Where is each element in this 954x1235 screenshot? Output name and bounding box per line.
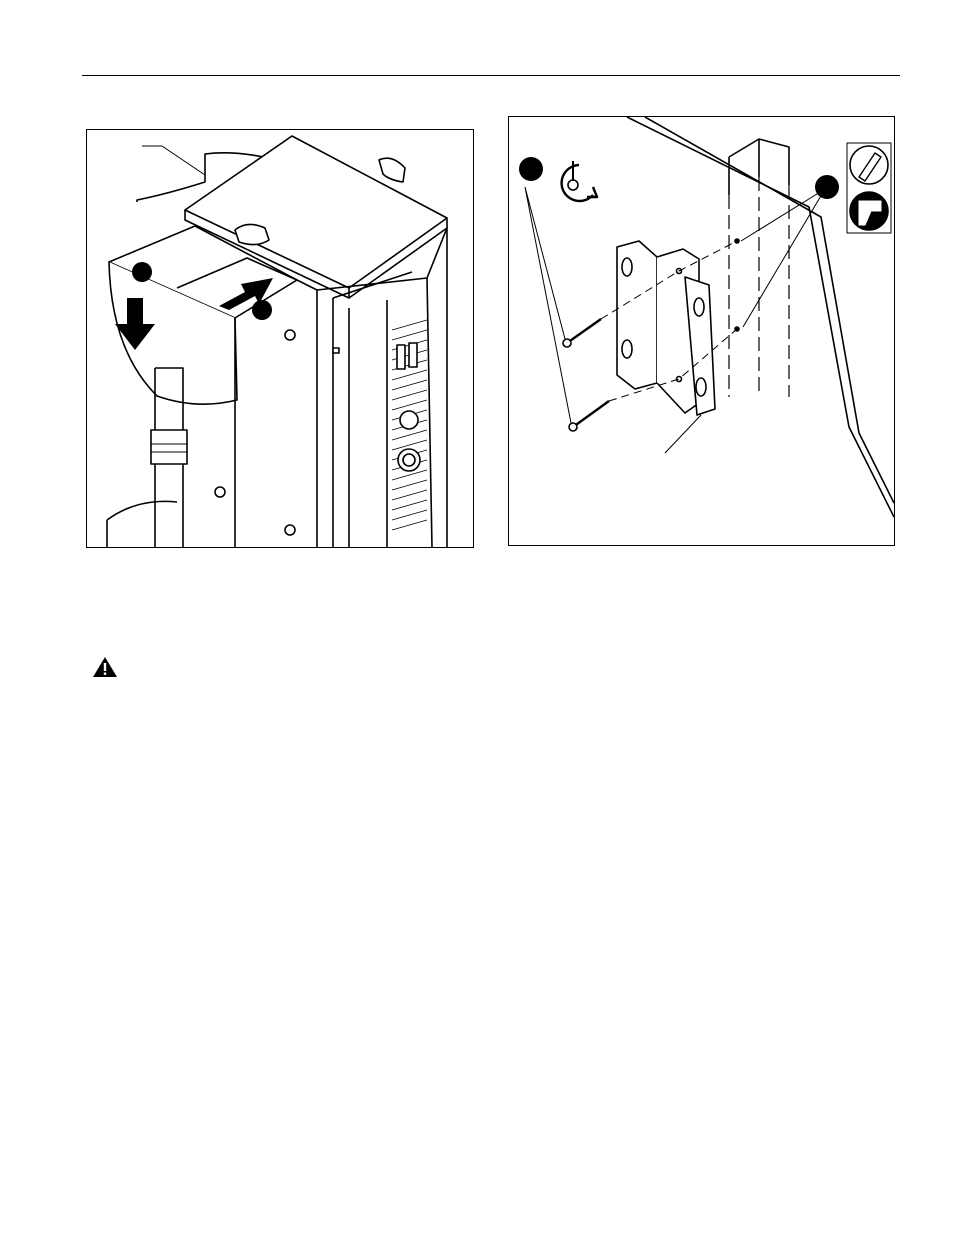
- leader-line: [525, 187, 571, 423]
- callout-marker: [132, 262, 152, 282]
- figure-left-drawing: [87, 130, 473, 547]
- knob: [235, 224, 269, 244]
- figure-right-drawing: [509, 117, 894, 545]
- leader-line: [142, 146, 205, 175]
- latch: [151, 430, 187, 464]
- screw: [567, 319, 601, 343]
- callout-marker: [815, 175, 839, 199]
- warning-triangle-icon: [92, 656, 118, 678]
- leader-line: [665, 415, 701, 453]
- header-rule: [82, 75, 900, 76]
- callout-marker: [252, 300, 272, 320]
- figure-right: [508, 116, 895, 546]
- callout-marker: [519, 157, 543, 181]
- stud-dashed-lines: [729, 177, 789, 397]
- screw: [573, 401, 609, 427]
- figure-left: [86, 129, 474, 548]
- leader-line: [741, 189, 825, 327]
